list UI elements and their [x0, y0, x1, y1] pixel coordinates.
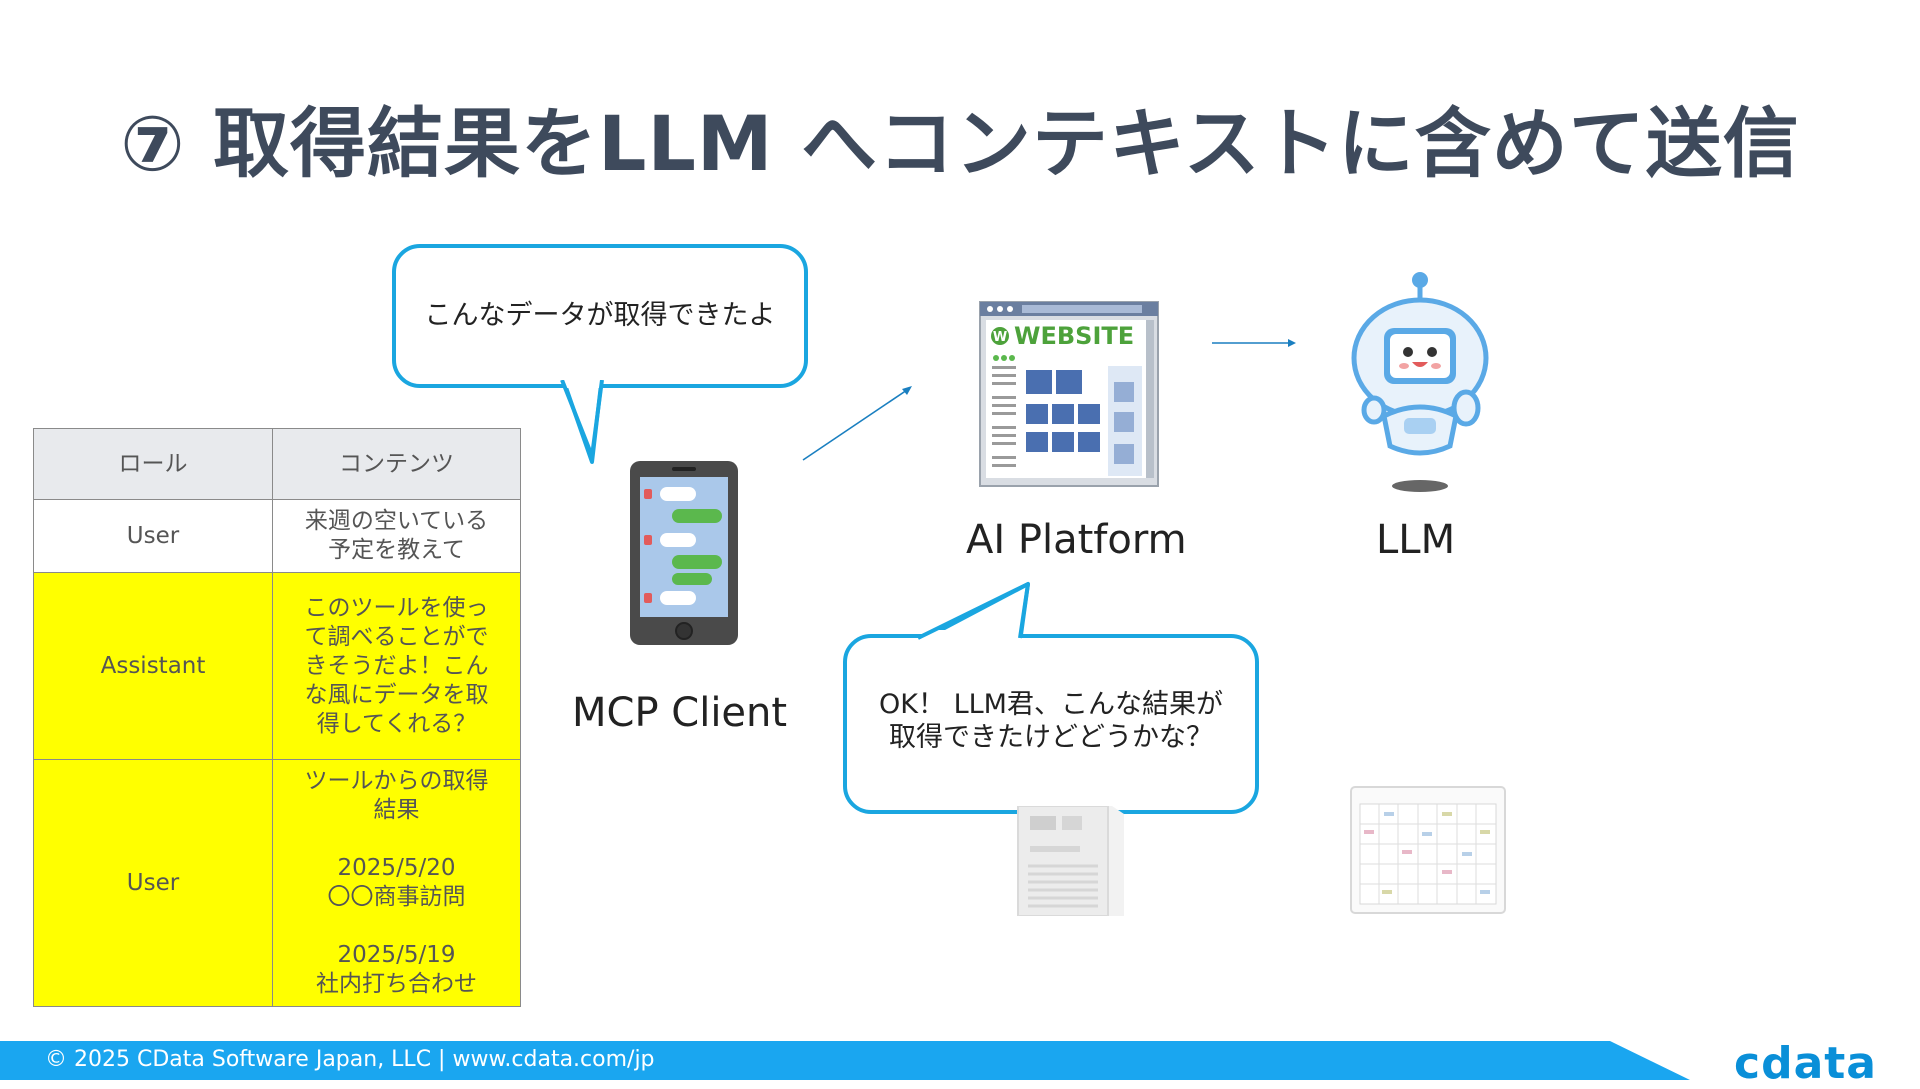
role-cell: User — [33, 499, 273, 573]
content-line: ツールからの取得 — [304, 768, 489, 794]
content-line: このツールを使っ — [304, 594, 489, 621]
content-line: 〇〇商事訪問 — [327, 884, 466, 910]
footer-bar — [0, 1041, 1690, 1080]
server-icon — [1017, 806, 1124, 916]
content-cell: 来週の空いている 予定を教えて — [272, 499, 521, 573]
content-spacer — [283, 825, 510, 854]
content-line: な風にデータを取 — [304, 681, 489, 708]
content-line: 結果 — [373, 797, 420, 823]
table-row: User 来週の空いている 予定を教えて — [33, 499, 521, 573]
website-heading: WEBSITE — [1014, 322, 1134, 350]
speech-bubble-platform: OK！ LLM君、こんな結果が 取得できたけどどうかな？ — [843, 634, 1259, 814]
robot-icon — [1351, 272, 1489, 492]
smartphone-icon — [630, 461, 738, 645]
content-line: 来週の空いている — [304, 508, 489, 534]
bubble-line: 取得できたけどどうかな？ — [889, 722, 1213, 753]
speech-bubble-client: こんなデータが取得できたよ — [392, 244, 808, 388]
column-header-role: ロール — [33, 428, 273, 500]
content-cell: このツールを使っ て調べることがで きそうだよ！こん な風にデータを取 得してく… — [272, 572, 521, 760]
arrow-platform-to-llm — [1212, 339, 1296, 347]
calendar-icon — [1350, 786, 1506, 914]
content-line: 予定を教えて — [328, 537, 465, 563]
website-icon: W WEBSITE — [979, 301, 1159, 487]
content-line: て調べることがで — [304, 623, 489, 650]
cdata-logo: cdata — [1734, 1038, 1877, 1089]
slide-title: ⑦ 取得結果をLLM へコンテキストに含めて送信 — [120, 99, 1800, 188]
bubble-tail-client-lines — [560, 380, 604, 458]
footer-copyright: © 2025 CData Software Japan, LLC | www.c… — [45, 1047, 655, 1072]
role-cell: User — [33, 759, 273, 1007]
bubble-line: OK！ LLM君、こんな結果が — [879, 689, 1223, 720]
table-row: User ツールからの取得 結果 2025/5/20 〇〇商事訪問 2025/5… — [33, 759, 521, 1007]
ai-platform-label: AI Platform — [966, 517, 1187, 563]
content-line: きそうだよ！こん — [304, 652, 489, 679]
table-row: Assistant このツールを使っ て調べることがで きそうだよ！こん な風に… — [33, 572, 521, 760]
table-header-row: ロール コンテンツ — [33, 428, 521, 500]
role-cell: Assistant — [33, 572, 273, 760]
website-logo-letter: W — [993, 330, 1007, 345]
bubble-tail-platform-cover — [922, 630, 1020, 642]
content-line: 得してくれる？ — [316, 710, 477, 737]
content-line: 社内打ち合わせ — [316, 971, 477, 997]
bubble-tail-client-cover — [563, 374, 601, 388]
arrow-client-to-platform — [802, 386, 912, 461]
mcp-client-label: MCP Client — [572, 690, 788, 736]
content-line: 2025/5/19 — [337, 942, 456, 968]
content-spacer — [283, 912, 510, 941]
llm-label: LLM — [1376, 517, 1456, 563]
content-line: 2025/5/20 — [337, 855, 456, 881]
bubble-tail-platform-lines — [917, 582, 1030, 640]
content-cell: ツールからの取得 結果 2025/5/20 〇〇商事訪問 2025/5/19 社… — [272, 759, 521, 1007]
message-table: ロール コンテンツ User 来週の空いている 予定を教えて Assistant… — [33, 428, 521, 1007]
column-header-content: コンテンツ — [272, 428, 521, 500]
